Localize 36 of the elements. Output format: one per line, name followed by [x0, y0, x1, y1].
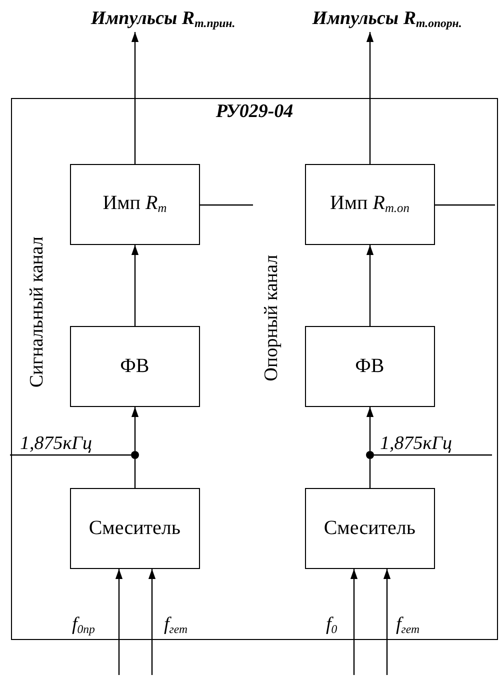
connector-line: [369, 459, 371, 488]
arrow: [131, 245, 139, 326]
arrow: [366, 32, 374, 164]
connector-line: [200, 204, 253, 206]
edge-label: f$_{0}$: [326, 615, 338, 637]
arrow: [350, 569, 358, 675]
arrow: [366, 245, 374, 326]
arrow: [131, 32, 139, 164]
block-box: Имп R$_{m.on}$: [304, 164, 435, 245]
block-box: Смеситель: [304, 488, 435, 569]
edge-label: f$_{гет}$: [164, 615, 188, 637]
arrow: [115, 569, 123, 675]
output-label: Импульсы R$_{m.опорн.}$: [276, 6, 498, 32]
device-frame: [11, 98, 498, 640]
edge-label: 1,875кГц: [20, 434, 92, 455]
junction-dot: [366, 450, 374, 459]
block-box: Смеситель: [70, 488, 200, 569]
block-box: Имп R$_{m}$: [70, 164, 200, 245]
arrow: [131, 407, 139, 451]
edge-label: f$_{0пр}$: [72, 615, 95, 637]
connector-line: [374, 454, 492, 456]
channel-label: Сигнальный канал: [26, 236, 48, 388]
block-box: ФВ: [304, 326, 435, 407]
block-box: ФВ: [70, 326, 200, 407]
connector-line: [10, 454, 131, 456]
edge-label: f$_{гет}$: [396, 615, 420, 637]
junction-dot: [130, 450, 139, 459]
edge-label: 1,875кГц: [380, 434, 452, 455]
connector-line: [134, 459, 136, 488]
channel-label: Опорный канал: [261, 254, 284, 382]
arrow: [383, 569, 391, 675]
arrow: [148, 569, 156, 675]
output-label: Импульсы R$_{m.прин.}$: [60, 6, 266, 32]
connector-line: [435, 204, 495, 206]
arrow: [366, 407, 374, 451]
device-title: РУ029-04: [214, 101, 294, 123]
